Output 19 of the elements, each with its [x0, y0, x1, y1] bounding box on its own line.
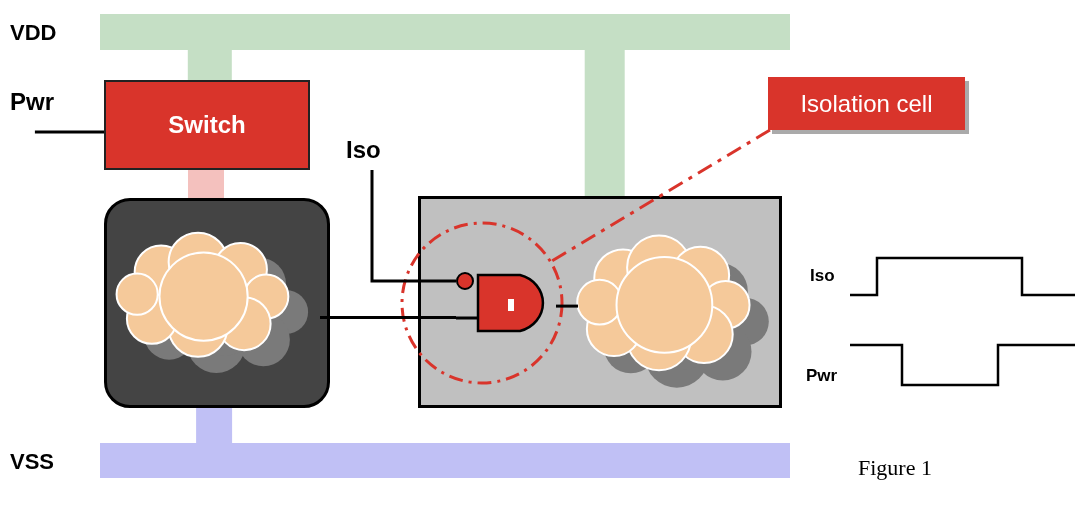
signal-label: Pwr [10, 88, 68, 132]
power-strap [584, 50, 625, 196]
rail-label: VSS [10, 449, 55, 475]
switch-box: Switch [104, 80, 310, 170]
wire [320, 316, 456, 320]
wire [556, 304, 578, 308]
wire [34, 130, 104, 134]
power-strap [187, 50, 232, 80]
power-domain-box [104, 198, 330, 408]
leader-line [549, 128, 771, 264]
waveform-label: Iso [810, 266, 835, 286]
rail-label: VDD [10, 20, 57, 46]
always-on-domain-box [418, 196, 782, 408]
power-strap [188, 170, 224, 198]
signal-label: Iso [346, 136, 396, 170]
waveform-label: Pwr [806, 366, 838, 386]
wire [370, 170, 456, 283]
power-strap [196, 408, 233, 443]
figure-caption: Figure 1 [858, 455, 932, 481]
